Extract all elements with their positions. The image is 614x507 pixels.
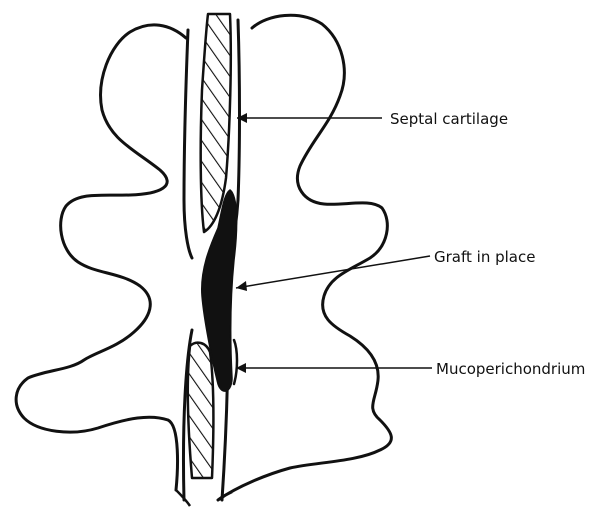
label-mucoperichondrium: Mucoperichondrium xyxy=(436,360,585,378)
label-septal-cartilage: Septal cartilage xyxy=(390,110,508,128)
septal-cartilage-lower xyxy=(188,343,213,478)
left-cavity-outline xyxy=(16,25,186,490)
mucoperichondrium-line xyxy=(234,340,237,384)
bottom-mark-right xyxy=(218,492,232,500)
leader-graft-arrow xyxy=(236,281,247,291)
label-graft: Graft in place xyxy=(434,248,535,266)
left-inner-wall-upper xyxy=(184,30,192,258)
right-cavity-outline xyxy=(218,15,391,500)
